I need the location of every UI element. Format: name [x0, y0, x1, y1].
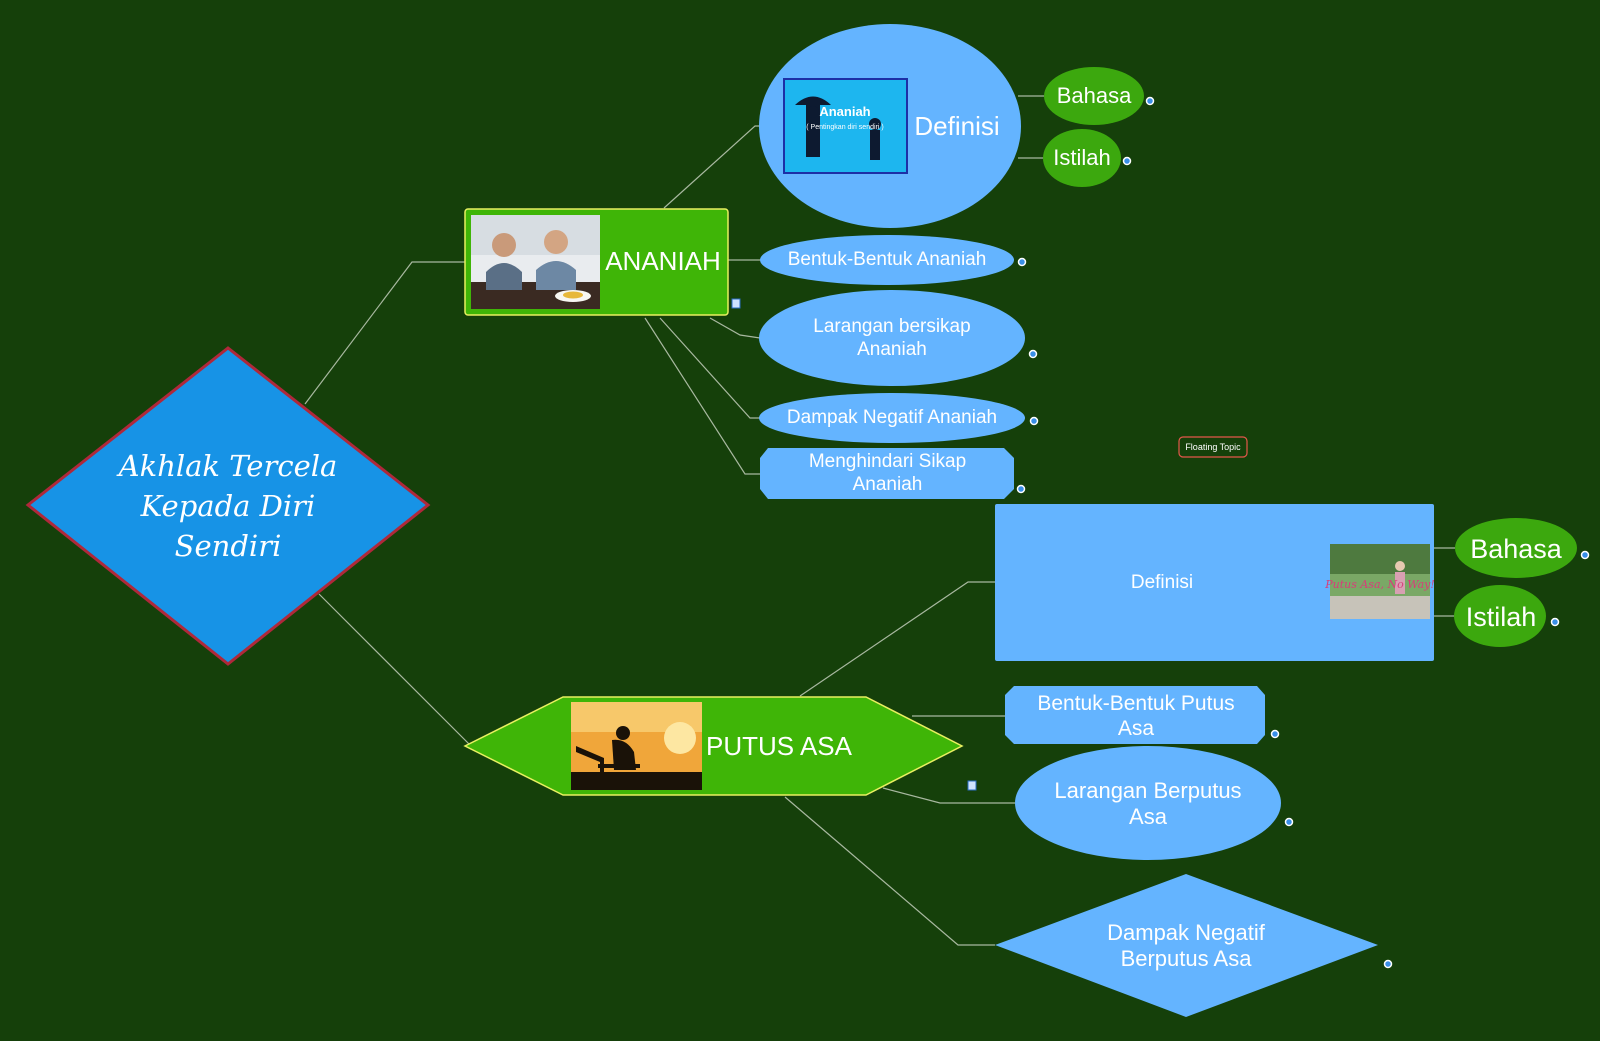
expander-ananiah-istilah: [1122, 156, 1132, 166]
expander-putus-bentuk: [1270, 729, 1280, 739]
putus-istilah-label[interactable]: Istilah: [1465, 601, 1537, 632]
putus-definisi-shape[interactable]: [995, 504, 1434, 661]
putus-dampak-label[interactable]: Dampak Negatif Berputus Asa: [1107, 919, 1265, 971]
putus-bahasa-shape[interactable]: [1455, 518, 1577, 578]
expander-putus-istilah: [1550, 617, 1560, 627]
putus-bahasa-label[interactable]: Bahasa: [1470, 533, 1562, 564]
putus-asa-photo: [571, 702, 702, 790]
central-topic-shape[interactable]: [25, 346, 431, 666]
expander-markers[interactable]: [1016, 96, 1590, 969]
putus-definisi-image: Putus Asa, No Way!: [1324, 544, 1435, 619]
note-icons[interactable]: [731, 298, 977, 791]
putus-larangan-shape[interactable]: [1015, 746, 1281, 860]
ananiah-dampak-shape[interactable]: [759, 393, 1025, 443]
expander-putus-bahasa: [1580, 550, 1590, 560]
connector-lines: [304, 95, 1455, 946]
ananiah-istilah-shape[interactable]: [1043, 129, 1121, 187]
connector-ananiah-dampak: [659, 317, 760, 419]
ananiah-larangan-shape[interactable]: [759, 290, 1025, 386]
connector-ananiah-menghindari: [644, 317, 760, 475]
putus-larangan-label[interactable]: Larangan Berputus Asa: [1054, 777, 1242, 829]
ananiah-istilah-label[interactable]: Istilah: [1053, 144, 1111, 170]
putus-definisi-image-text: Putus Asa, No Way!: [1324, 578, 1435, 591]
connector-putus-definisi: [799, 581, 995, 697]
connector-ananiah-larangan: [709, 317, 761, 339]
floating-topic-shape[interactable]: [1178, 436, 1248, 458]
ananiah-dampak-label[interactable]: Dampak Negatif Ananiah: [786, 406, 998, 428]
expander-ananiah-menghindari: [1016, 484, 1026, 494]
expander-ananiah-bahasa: [1145, 96, 1155, 106]
expander-putus-dampak: [1383, 959, 1393, 969]
ananiah-bentuk-label[interactable]: Bentuk-Bentuk Ananiah: [787, 248, 987, 270]
putus-bentuk-label[interactable]: Bentuk-Bentuk Putus Asa: [1037, 691, 1235, 740]
ananiah-definisi-image-title: Ananiah: [819, 104, 870, 119]
connector-central-putus-asa: [318, 593, 471, 746]
ananiah-definisi-image: Ananiah ( Pentingkan diri sendiri ): [783, 78, 908, 174]
ananiah-definisi-label[interactable]: Definisi: [914, 111, 1000, 142]
expander-ananiah-larangan: [1028, 349, 1038, 359]
expander-putus-larangan: [1284, 817, 1294, 827]
floating-topic-label[interactable]: Floating Topic: [1185, 441, 1241, 452]
connector-putus-dampak: [784, 796, 995, 946]
connector-putus-larangan: [882, 787, 1015, 804]
ananiah-menghindari-shape[interactable]: [760, 448, 1014, 499]
putus-dampak-shape[interactable]: [995, 874, 1378, 1017]
ananiah-bahasa-label[interactable]: Bahasa: [1056, 82, 1132, 108]
putus-istilah-shape[interactable]: [1454, 585, 1546, 647]
note-icon-putus-asa: [967, 780, 977, 791]
note-icon-ananiah: [731, 298, 741, 309]
putus-asa-topic-label[interactable]: PUTUS ASA: [706, 731, 852, 762]
connector-ananiah-definisi: [663, 125, 760, 209]
ananiah-menghindari-label[interactable]: Menghindari Sikap Ananiah: [808, 451, 967, 495]
connector-central-ananiah: [304, 261, 465, 405]
ananiah-photo: [471, 215, 600, 309]
expander-ananiah-dampak: [1029, 416, 1039, 426]
central-topic-label[interactable]: Akhlak Tercela Kepada Diri Sendiri: [118, 449, 338, 563]
ananiah-larangan-label[interactable]: Larangan bersikap Ananiah: [813, 316, 971, 360]
putus-definisi-label[interactable]: Definisi: [1130, 571, 1194, 593]
ananiah-definisi-image-subtitle: ( Pentingkan diri sendiri ): [806, 124, 883, 131]
ananiah-bentuk-shape[interactable]: [760, 235, 1014, 285]
expander-ananiah-bentuk: [1017, 257, 1027, 267]
ananiah-topic-label[interactable]: ANANIAH: [605, 246, 721, 277]
ananiah-bahasa-shape[interactable]: [1044, 67, 1144, 125]
putus-bentuk-shape[interactable]: [1005, 686, 1265, 744]
